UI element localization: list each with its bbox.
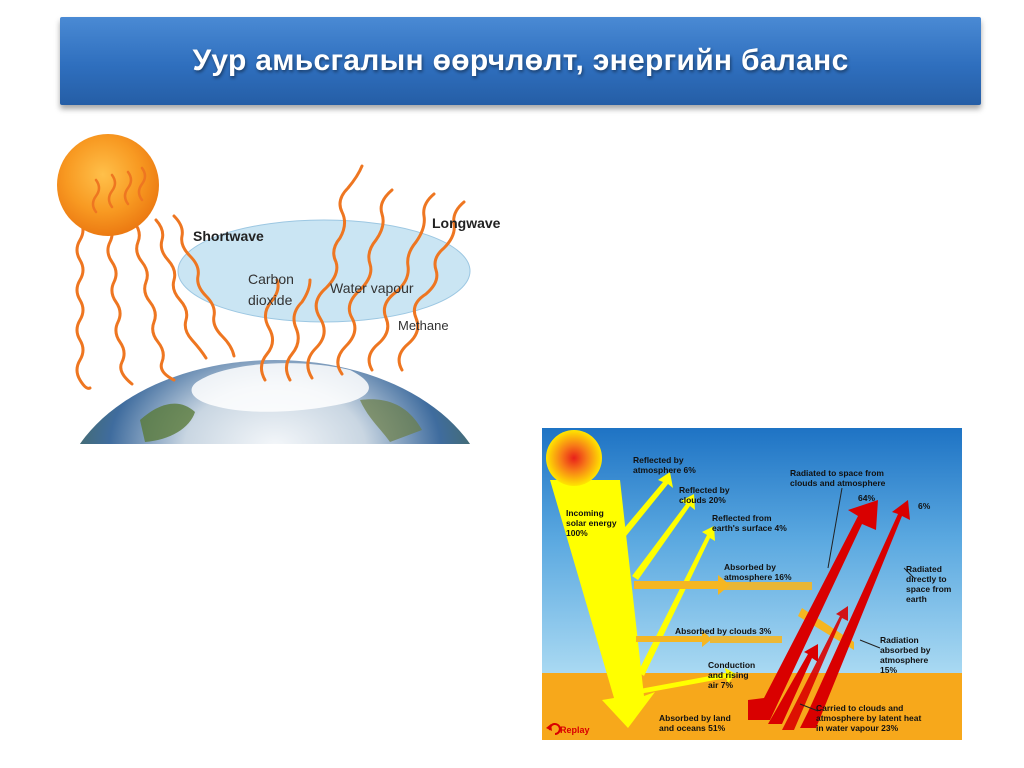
absorbed-land-line1: Absorbed by land bbox=[659, 713, 731, 723]
replay-arrowhead bbox=[546, 724, 552, 731]
absorbed-atmosphere-line1: Absorbed by bbox=[724, 562, 776, 572]
methane-label: Methane bbox=[398, 318, 449, 333]
shortwave-rays bbox=[75, 214, 236, 390]
latent-heat-line2: atmosphere by latent heat bbox=[816, 713, 922, 723]
sun-icon bbox=[546, 430, 602, 486]
landmass bbox=[140, 403, 195, 442]
greenhouse-diagram: Shortwave Longwave Carbon dioxide Water … bbox=[50, 134, 530, 444]
incoming-solar-beam bbox=[550, 480, 655, 728]
percent-64-label: 64% bbox=[858, 493, 875, 503]
water-vapour-label: Water vapour bbox=[330, 280, 414, 296]
carbon-dioxide-label-line2: dioxide bbox=[248, 292, 293, 308]
longwave-rays bbox=[260, 164, 466, 382]
percent-6-label: 6% bbox=[918, 501, 931, 511]
outgoing-radiation-arrows bbox=[748, 500, 910, 728]
shortwave-label: Shortwave bbox=[193, 228, 264, 244]
cloud-absorption-band bbox=[710, 636, 782, 643]
absorbed-land-line2: and oceans 51% bbox=[659, 723, 726, 733]
slide-title: Уур амьсгалын өөрчлөлт, энергийн баланс bbox=[192, 44, 849, 77]
incoming-label-line1: Incoming bbox=[566, 508, 604, 518]
absorbed-clouds-label: Absorbed by clouds 3% bbox=[675, 626, 772, 636]
reflected-surface-line2: earth's surface 4% bbox=[712, 523, 787, 533]
leader-lines bbox=[799, 487, 915, 712]
replay-button[interactable]: Replay bbox=[546, 723, 590, 735]
radiation-absorbed-line4: 15% bbox=[880, 665, 897, 675]
radiated-space-line1: Radiated to space from bbox=[790, 468, 884, 478]
reflected-atmosphere-line1: Reflected by bbox=[633, 455, 684, 465]
reflected-clouds-line1: Reflected by bbox=[679, 485, 730, 495]
reflected-clouds-line2: clouds 20% bbox=[679, 495, 726, 505]
title-bar: Уур амьсгалын өөрчлөлт, энергийн баланс bbox=[60, 17, 981, 105]
atmosphere-absorption-band bbox=[718, 582, 812, 590]
ice-cap bbox=[191, 363, 369, 412]
reflected-surface-line1: Reflected from bbox=[712, 513, 772, 523]
longwave-label: Longwave bbox=[432, 215, 501, 231]
reflected-atmosphere-line2: atmosphere 6% bbox=[633, 465, 696, 475]
replay-label: Replay bbox=[560, 725, 590, 735]
sun-wave-marks bbox=[91, 166, 147, 214]
carbon-dioxide-label-line1: Carbon bbox=[248, 271, 294, 287]
incoming-label-line3: 100% bbox=[566, 528, 588, 538]
radiation-absorbed-line3: atmosphere bbox=[880, 655, 928, 665]
sun-icon bbox=[57, 134, 159, 236]
radiated-direct-line1: Radiated bbox=[906, 564, 942, 574]
radiation-absorbed-line2: absorbed by bbox=[880, 645, 931, 655]
energy-budget-diagram: Incoming solar energy 100% Reflected by … bbox=[542, 428, 962, 740]
incoming-label-line2: solar energy bbox=[566, 518, 617, 528]
radiated-direct-line3: space from bbox=[906, 584, 952, 594]
latent-heat-line1: Carried to clouds and bbox=[816, 703, 903, 713]
conduction-line3: air 7% bbox=[708, 680, 733, 690]
latent-heat-line3: in water vapour 23% bbox=[816, 723, 899, 733]
latent-heat-arrow bbox=[782, 606, 848, 730]
absorbed-arrows bbox=[634, 575, 730, 647]
conduction-line2: and rising bbox=[708, 670, 749, 680]
landmass bbox=[360, 399, 422, 442]
radiated-space-line2: clouds and atmosphere bbox=[790, 478, 886, 488]
conduction-line1: Conduction bbox=[708, 660, 755, 670]
greenhouse-gas-layer bbox=[177, 219, 471, 323]
absorbed-atmosphere-line2: atmosphere 16% bbox=[724, 572, 792, 582]
radiation-absorbed-line1: Radiation bbox=[880, 635, 919, 645]
radiated-direct-line2: directly to bbox=[906, 574, 947, 584]
radiated-direct-line4: earth bbox=[906, 594, 927, 604]
